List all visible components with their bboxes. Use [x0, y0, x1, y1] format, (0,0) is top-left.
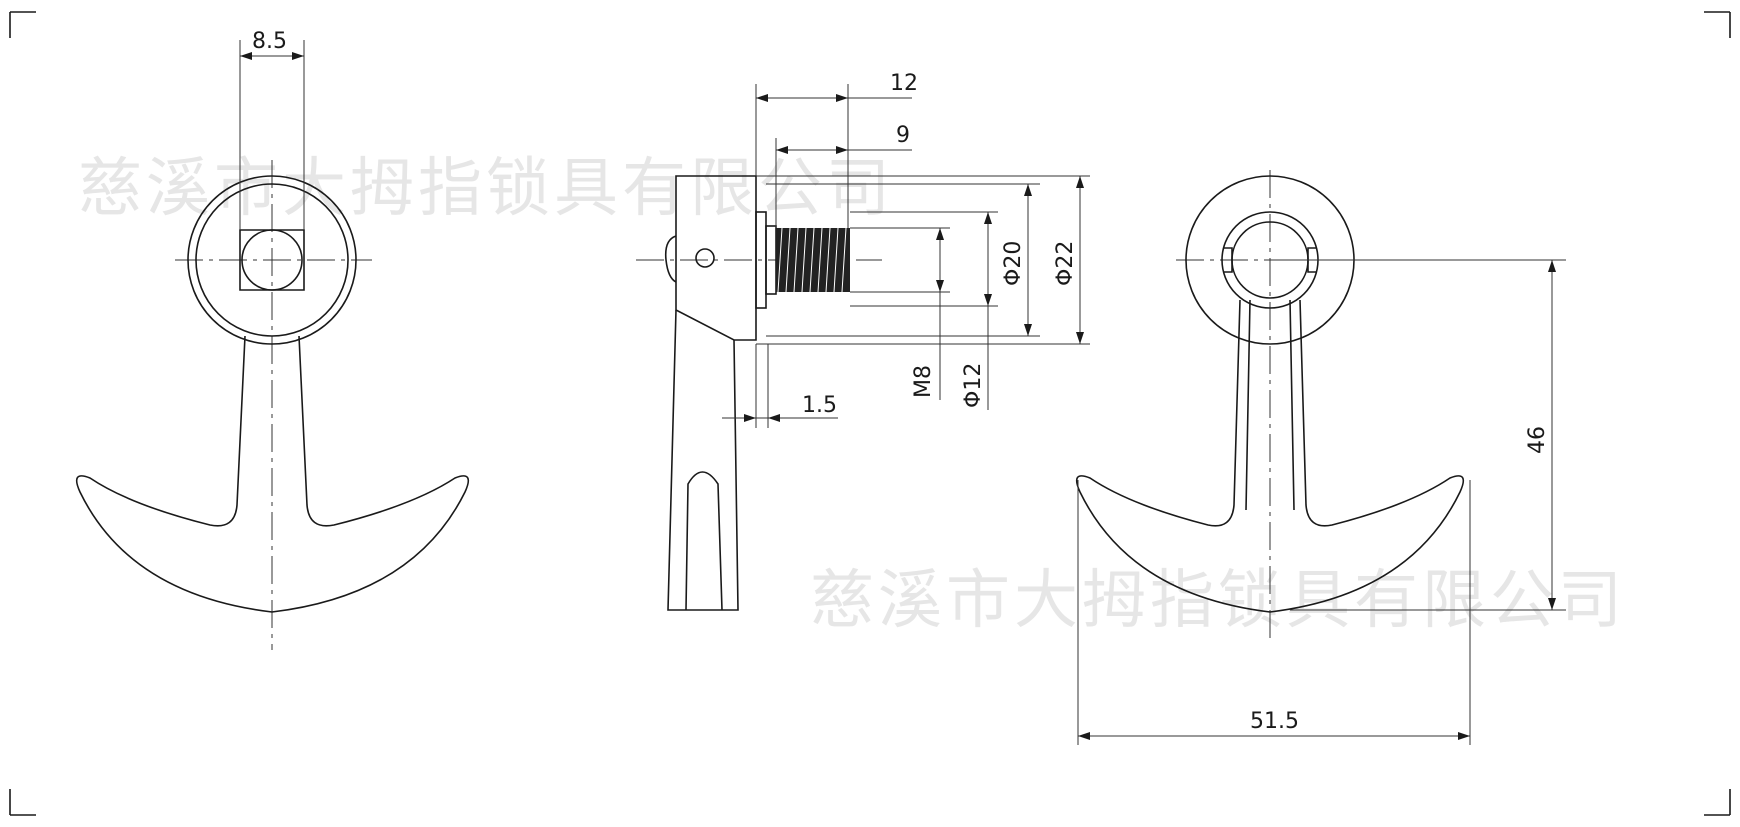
watermark-top: 慈溪市大拇指锁具有限公司 [78, 152, 894, 226]
dim-arrow [1548, 598, 1556, 610]
dim-arrow [836, 94, 848, 102]
rear-anchor-outline [1075, 299, 1465, 613]
side-lever-slot [685, 471, 723, 611]
dim-arrow [1076, 176, 1084, 188]
dim-arrow [1076, 332, 1084, 344]
front-hub-bore [241, 229, 303, 291]
dim-flange-thickness: 1.5 [802, 393, 837, 418]
dim-side-thread: 9 [896, 123, 910, 148]
side-knob [664, 235, 677, 283]
dim-thread: M8 [911, 365, 936, 398]
dim-boss-diameter: Φ12 [961, 363, 986, 408]
dim-arrow [776, 146, 788, 154]
front-anchor-outline [75, 335, 470, 613]
dim-side-total: 12 [890, 71, 918, 96]
dim-arrow [1024, 324, 1032, 336]
dim-arrow [1458, 732, 1470, 740]
dim-arrow [984, 212, 992, 224]
frame-corners [9, 11, 1731, 816]
dim-arrow [984, 294, 992, 306]
dim-arrow [744, 414, 756, 422]
side-view: 12 9 M8 Φ12 Φ20 [636, 71, 1090, 611]
front-head-inner [195, 183, 349, 337]
dim-arrow [240, 52, 252, 60]
front-view: 8.5 [75, 29, 470, 650]
watermark-bottom: 慈溪市大拇指锁具有限公司 [810, 564, 1626, 638]
dim-front-width: 8.5 [252, 29, 287, 54]
side-head [675, 175, 757, 341]
dim-arrow [756, 94, 768, 102]
dim-arrow [936, 228, 944, 240]
side-lever [667, 309, 739, 611]
dim-arrow [1548, 260, 1556, 272]
dim-arrow [292, 52, 304, 60]
dim-arrow [1024, 184, 1032, 196]
rear-view: 46 51.5 [1075, 170, 1566, 745]
dim-outer-diameter: Φ22 [1053, 241, 1078, 286]
front-hub [239, 229, 305, 291]
front-head-outer [187, 175, 357, 345]
dim-arrow [836, 146, 848, 154]
dim-width: 51.5 [1250, 709, 1299, 734]
dim-flange-diameter: Φ20 [1001, 241, 1026, 286]
side-pin-hole [695, 248, 715, 268]
dim-arrow [1078, 732, 1090, 740]
rear-stem-inner [1245, 299, 1295, 511]
dim-arrow [936, 280, 944, 292]
dim-height: 46 [1525, 426, 1550, 454]
dim-arrow [768, 414, 780, 422]
